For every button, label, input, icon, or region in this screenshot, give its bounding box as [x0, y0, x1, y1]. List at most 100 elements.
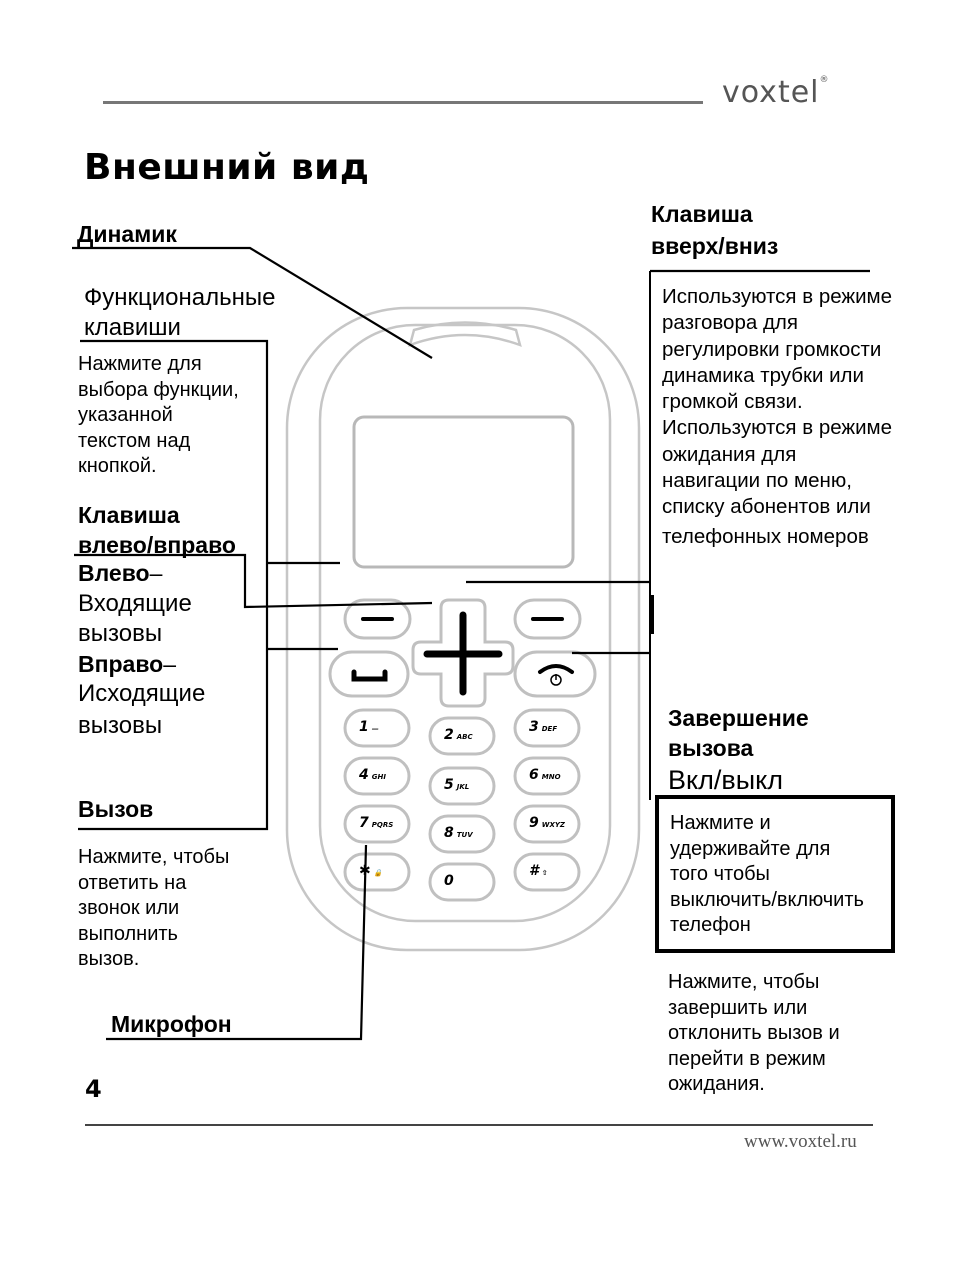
desc-line: списку абонентов или: [662, 495, 871, 519]
key-letters: PQRS: [371, 821, 394, 829]
key-hash: [513, 852, 581, 892]
left-desc-2: вызовы: [78, 620, 163, 647]
desc-line: разговора для: [662, 311, 798, 335]
brand-logo: voxtel®: [722, 75, 830, 110]
end-call-title-2: вызова: [668, 735, 754, 761]
desc-line: перейти в режим: [668, 1047, 826, 1070]
key-3: [513, 708, 581, 748]
keypad-key-label[interactable]: 0: [444, 872, 484, 892]
key-letters: JKL: [456, 783, 470, 791]
call-key[interactable]: [328, 650, 410, 698]
keypad-key-label[interactable]: 1—: [359, 718, 399, 738]
registered-mark-icon: ®: [819, 75, 830, 85]
key-letters: WXYZ: [541, 821, 566, 829]
phone-body-inner: [318, 323, 612, 923]
desc-line: Нажмите, чтобы: [78, 846, 230, 868]
end-call-title-1: Завершение: [668, 705, 809, 731]
left-desc-1: Входящие: [78, 590, 192, 617]
key-digit: 5: [444, 777, 454, 793]
desc-line: Используются в режиме: [662, 416, 893, 440]
key-digit: 0: [444, 873, 454, 889]
key-digit: 6: [529, 767, 539, 783]
key-5: [428, 766, 496, 806]
page-title: Внешний вид: [84, 147, 370, 188]
soft-right-key[interactable]: [513, 598, 582, 640]
keypad-key-label[interactable]: ✱🔒: [359, 862, 399, 882]
key-digit: 2: [444, 727, 454, 743]
power-title: Вкл/выкл: [668, 765, 784, 795]
desc-line: вызов.: [78, 948, 140, 970]
key-digit: 8: [444, 825, 454, 841]
soft-left-key[interactable]: [343, 598, 412, 640]
lr-key-title-2: влево/вправо: [78, 532, 236, 558]
key-digit: 9: [529, 815, 539, 831]
desc-line: отклонить вызов и: [668, 1022, 840, 1044]
key-1: [343, 708, 411, 748]
key-6: [513, 756, 581, 796]
key-letters: MNO: [541, 773, 561, 781]
right-desc-1: Исходящие: [78, 680, 206, 707]
key-digit: ✱: [359, 863, 371, 879]
key-digit: 1: [359, 719, 369, 735]
desc-line: телефон: [670, 914, 751, 936]
function-keys-title-2: клавиши: [84, 314, 181, 341]
page-number: 4: [85, 1075, 102, 1103]
end-desc: Нажмите, чтобы завершить или отклонить в…: [668, 970, 840, 1098]
desc-line: телефонных номеров: [662, 524, 869, 548]
updown-title-2: вверх/вниз: [651, 233, 779, 259]
right-direction: Вправо–: [78, 651, 176, 678]
microphone-leader: [106, 844, 368, 1041]
desc-line: регулировки громкости: [662, 337, 882, 361]
key-digit: #: [529, 863, 539, 879]
right-desc-2: вызовы: [78, 712, 163, 739]
right-bold: Вправо: [78, 651, 164, 677]
keypad-key-label[interactable]: #⇧: [529, 862, 569, 882]
desc-line: Нажмите для: [78, 353, 202, 375]
left-dash: –: [149, 560, 163, 586]
end-key[interactable]: [513, 650, 597, 698]
site-url[interactable]: www.voxtel.ru: [744, 1131, 857, 1152]
key-digit: 3: [529, 719, 539, 735]
key-8: [428, 814, 496, 854]
key-letters: 🔒: [373, 869, 383, 877]
key-0: [428, 862, 496, 902]
desc-line: Нажмите и: [670, 812, 771, 834]
call-desc: Нажмите, чтобы ответить на звонок или вы…: [78, 845, 229, 973]
key-letters: ABC: [456, 733, 473, 741]
lr-key-leader: [74, 553, 433, 609]
navigation-cross[interactable]: [411, 598, 515, 708]
left-bold: Влево: [78, 560, 150, 586]
desc-line: Используются в режиме: [662, 285, 893, 308]
header-rule: [103, 101, 703, 104]
desc-line: кнопкой.: [78, 455, 157, 477]
microphone-label: Микрофон: [111, 1011, 232, 1037]
desc-line: выбора функции,: [78, 378, 239, 401]
lr-key-title-1: Клавиша: [78, 502, 180, 528]
function-keys-leader: [78, 339, 269, 831]
function-keys-title-1: Функциональные: [84, 284, 276, 311]
desc-line: звонок или: [78, 897, 180, 919]
updown-title-1: Клавиша: [651, 201, 753, 227]
right-dash: –: [163, 651, 177, 677]
key-letters: —: [371, 725, 379, 733]
key-digit: 7: [359, 815, 369, 831]
left-direction: Влево–: [78, 560, 162, 587]
desc-line: того чтобы: [670, 863, 770, 885]
desc-line: ответить на: [78, 871, 187, 894]
speaker-grille-icon: [408, 321, 522, 347]
key-7: [343, 804, 411, 844]
key-letters: GHI: [371, 773, 386, 781]
power-desc: Нажмите и удерживайте для того чтобы вык…: [670, 811, 864, 939]
power-desc-box: [655, 795, 895, 953]
desc-line: громкой связи.: [662, 390, 803, 414]
